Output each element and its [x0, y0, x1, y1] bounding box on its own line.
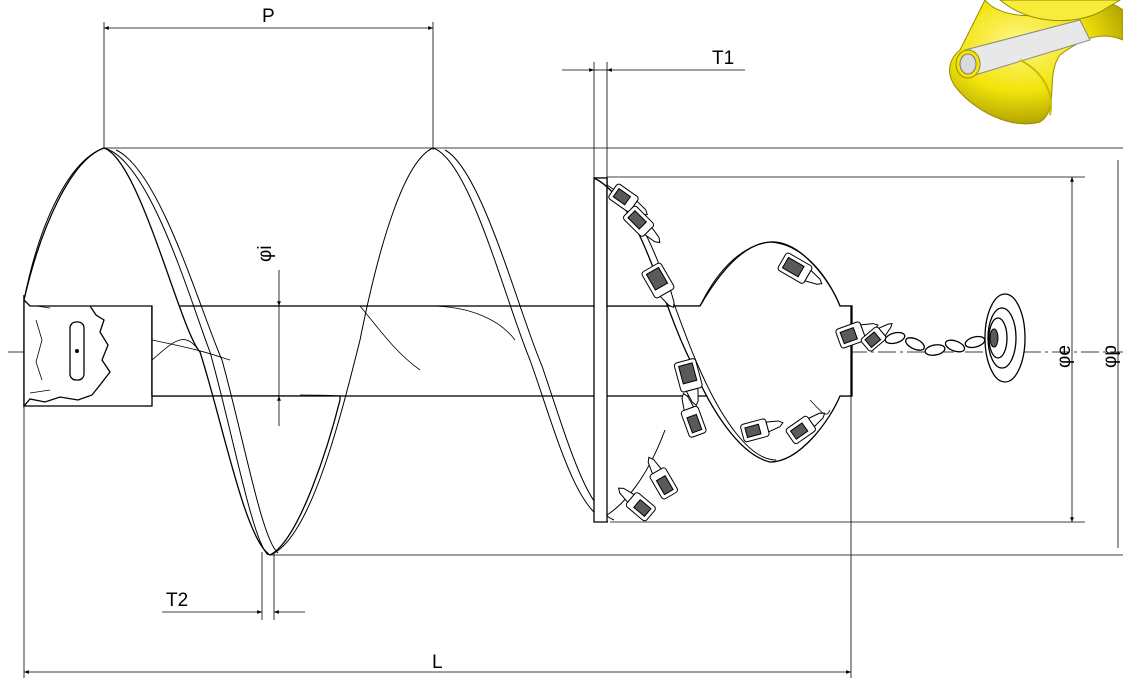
phi-symbol: φ [255, 250, 276, 262]
tooth [673, 358, 703, 407]
tooth [617, 487, 656, 522]
auger-3d-thumbnail [949, 0, 1123, 125]
diameter-e-label: e [1054, 345, 1075, 356]
tooth [777, 252, 823, 285]
tooth [740, 418, 784, 443]
tooth [647, 456, 678, 500]
helical-flight [23, 147, 615, 556]
drive-head [23, 294, 153, 408]
tooth [623, 205, 661, 244]
svg-text:φi: φi [255, 245, 276, 262]
cutter-teeth [608, 183, 893, 522]
length-label: L [432, 652, 443, 673]
svg-text:φe: φe [1054, 345, 1075, 368]
tooth [641, 262, 675, 309]
tooth [835, 321, 879, 349]
cutting-head [593, 177, 852, 523]
phi-symbol: φ [1054, 356, 1075, 368]
extension-lines [23, 22, 1123, 678]
t1-label: T1 [712, 48, 734, 69]
phi-symbol: φ [1100, 356, 1121, 368]
tooth [785, 412, 826, 445]
pitch-label: P [262, 6, 275, 27]
t2-label: T2 [166, 590, 188, 611]
inner-diameter-label: i [255, 245, 276, 249]
pilot-chain [884, 293, 1026, 383]
tooth [680, 392, 707, 438]
svg-text:φp: φp [1100, 345, 1121, 368]
tooth [860, 323, 893, 352]
diameter-p-label: p [1100, 345, 1121, 356]
